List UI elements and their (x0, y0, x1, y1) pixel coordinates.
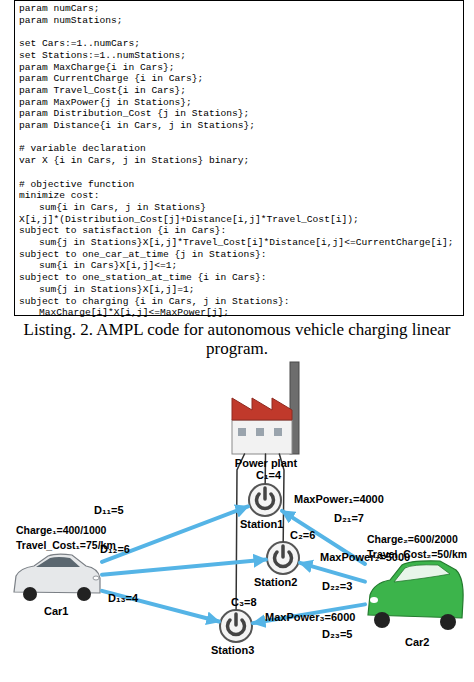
distance-label: D₂₂=3 (322, 580, 352, 593)
code-line: MaxCharge[i]*X[i,j]<=MaxPower[j]; (39, 307, 229, 319)
power-line (236, 454, 244, 609)
node-label: Car2 (405, 636, 429, 649)
car: Charge₂=600/2000Travel_Cost₂=50/kmCar2 (365, 560, 465, 632)
car-headlight (370, 597, 378, 603)
code-line: subject to satisfaction {i in Cars}: (19, 225, 226, 237)
code-line: param Distribution_Cost {j in Stations}; (19, 108, 249, 120)
code-line: subject to charging {i in Cars, j in Sta… (19, 296, 290, 308)
distance-label: D₁₃=4 (108, 592, 138, 605)
code-line: sum{i in Cars}X[i,j]<=1; (39, 260, 177, 272)
route-arrow (253, 604, 365, 623)
code-line: param Travel_Cost{i in Cars}; (19, 85, 186, 97)
node-label: Charge₂=600/2000 (367, 533, 458, 546)
factory-window (274, 428, 282, 436)
power-symbol (281, 546, 285, 557)
code-line: X[i,j]*(Distribution_Cost[j]+Distance[i,… (19, 214, 359, 226)
node-label: MaxPower₃=6000 (265, 611, 355, 624)
listing-caption: Listing. 2. AMPL code for autonomous veh… (12, 320, 462, 358)
car-wheel (374, 612, 390, 628)
car-wheel (77, 587, 91, 601)
code-line: minimize cost: (19, 190, 100, 202)
route-arrow (102, 591, 219, 622)
car-body (14, 554, 100, 593)
node-label: Station3 (211, 644, 254, 657)
charging-station: C₁=4MaxPower₁=4000Station1 (248, 483, 282, 517)
node-label: Power plant (216, 457, 316, 470)
distance-label: D₁₁=5 (94, 504, 124, 517)
node-label: Station2 (254, 576, 297, 589)
power-symbol (234, 614, 238, 625)
car-window (394, 565, 450, 582)
code-line: # objective function (19, 179, 134, 191)
factory-roof (232, 398, 292, 420)
node-label: Charge₁=400/1000 (16, 524, 106, 537)
code-listing: param numCars;param numStations; set Cars… (14, 0, 464, 316)
code-line: param numCars; (19, 3, 100, 15)
node-label: Car1 (44, 605, 68, 618)
code-line: param MaxCharge{i in Cars}; (19, 62, 174, 74)
node-label: C₃=8 (231, 596, 257, 609)
node-label: MaxPower₁=4000 (294, 493, 384, 506)
node-label: Travel_Cost₂=50/km (367, 548, 467, 561)
power-plant: Power plant (228, 362, 304, 454)
route-arrow (300, 563, 365, 582)
station-icon (267, 542, 299, 574)
car-body (368, 561, 463, 618)
code-line: set Stations:=1..numStations; (19, 50, 186, 62)
code-line: param CurrentCharge {i in Cars}; (19, 73, 203, 85)
car-wheel (440, 614, 456, 630)
code-line: param MaxPower{j in Stations}; (19, 97, 192, 109)
station-icon (220, 610, 252, 642)
code-line: subject to one_station_at_time {i in Car… (19, 272, 267, 284)
car: Charge₁=400/1000Travel_Cost₁=75/kmCar1 (12, 555, 102, 603)
code-line: var X {i in Cars, j in Stations} binary; (19, 155, 249, 167)
node-label: Station1 (240, 518, 283, 531)
factory-wall (232, 420, 292, 454)
code-line: param Distance{i in Cars, j in Stations}… (19, 120, 255, 132)
charging-station: C₂=6MaxPower₂=5000Station2 (266, 541, 300, 575)
code-line: subject to one_car_at_time {j in Station… (19, 249, 267, 261)
power-symbol (263, 488, 267, 499)
node-label: C₂=6 (290, 529, 315, 542)
car-window (36, 557, 80, 567)
distance-label: D₁₂=6 (100, 543, 130, 556)
station-icon (249, 484, 281, 516)
factory-window (238, 428, 246, 436)
code-line: sum{j in Stations}X[i,j]=1; (39, 284, 194, 296)
node-label: C₁=4 (256, 469, 281, 482)
distance-label: D₂₁=7 (334, 512, 364, 525)
route-arrow (102, 560, 266, 575)
code-line: sum{i in Cars, j in Stations} (39, 202, 206, 214)
distance-label: D₂₃=5 (322, 628, 352, 641)
code-line: set Cars:=1..numCars; (19, 38, 140, 50)
charging-station: C₃=8MaxPower₃=6000Station3 (219, 609, 253, 643)
factory-window (256, 428, 264, 436)
car-wheel (23, 587, 37, 601)
code-line: sum{j in Stations}X[i,j]*Travel_Cost[i]*… (39, 237, 454, 249)
code-line: param numStations; (19, 15, 123, 27)
code-line: # variable declaration (19, 143, 146, 155)
car-headlight (93, 576, 99, 580)
